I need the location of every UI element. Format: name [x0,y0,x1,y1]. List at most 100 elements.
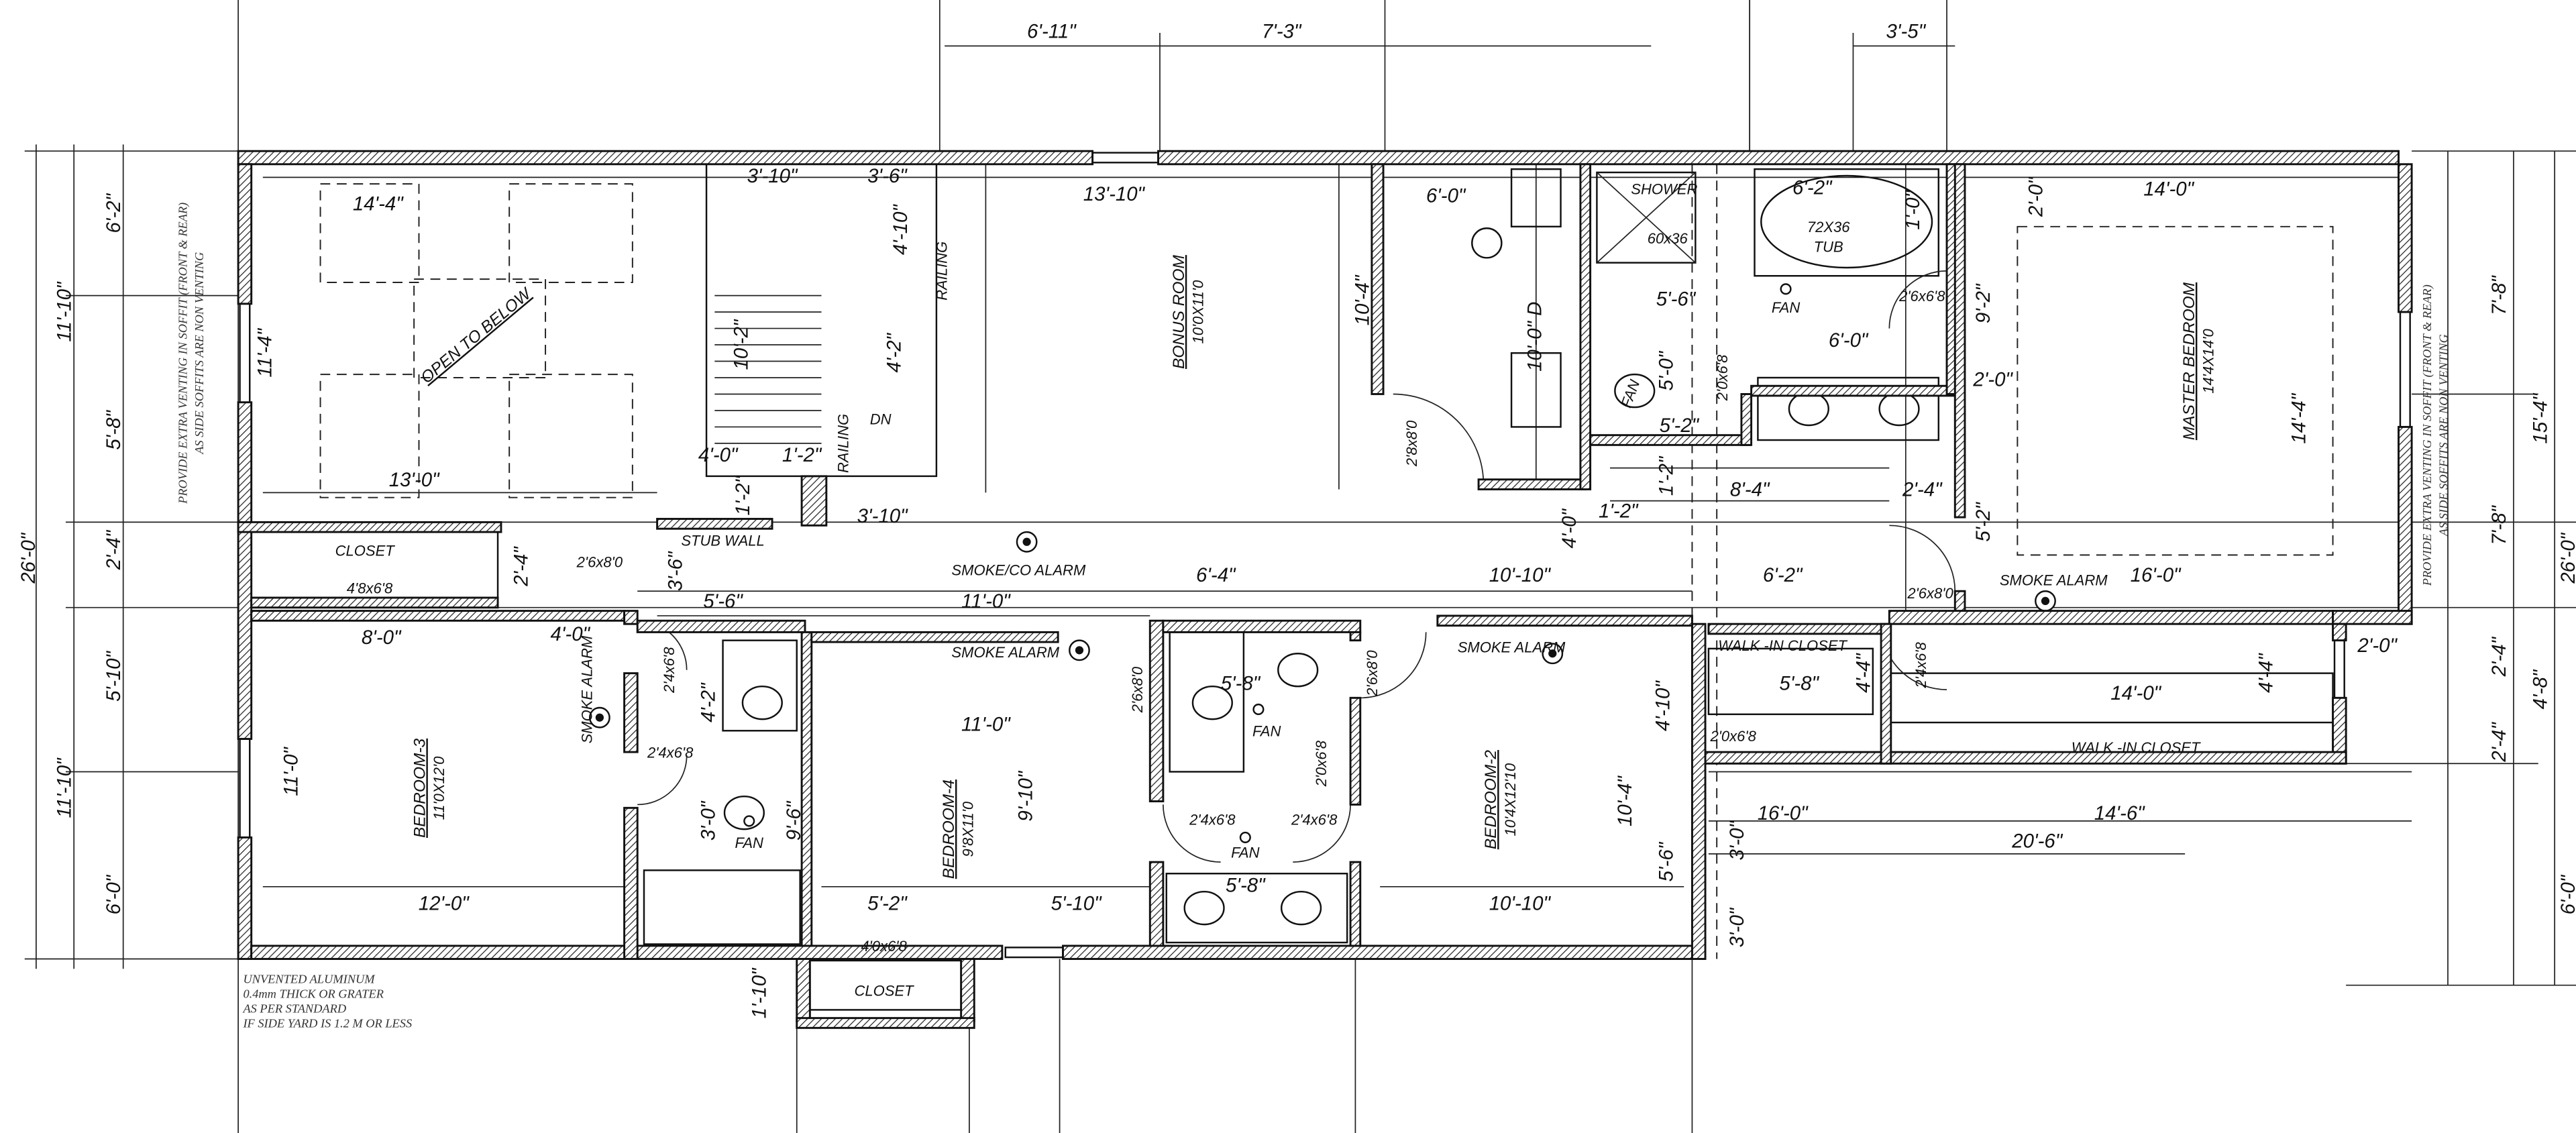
labels-dn-label: DN [870,411,892,427]
interior-dimensions-label: 1'-2" [732,475,754,515]
door-swing [1360,632,1427,699]
interior-dimensions-label: 4'-10" [1652,680,1674,731]
vanity-fixture [722,639,798,732]
labels-fan-label: FAN [735,834,764,851]
door-sizes-label: 2'6x8'0 [1129,666,1146,713]
wall [1349,861,1362,947]
interior-dimensions-label: 5'-6" [1656,288,1697,311]
door-sizes-label: 2'4x6'8 [1913,641,1929,688]
rooms-bedroom2-size-label: 10'4X12'10 [1502,763,1519,837]
labels-smoke-co-alarm-label: SMOKE/CO ALARM [951,562,1086,579]
labels-smoke-alarm-label: SMOKE ALARM [1458,639,1566,656]
rooms-bonus-name-label: BONUS ROOM [1170,255,1188,370]
labels-fan-label: FAN [1231,845,1260,861]
door-sizes-label: 2'6x6'8 [1898,288,1945,305]
wall [1740,393,1753,446]
dashed-outline [2017,225,2334,556]
door-sizes-label: 4'8x6'8 [347,580,393,597]
wall [237,150,1094,166]
basin-toilet [1191,685,1233,720]
interior-dimensions-label: 5'-6" [703,590,743,612]
wall [656,518,773,530]
left-dimensions-label: 2'-4" [103,529,125,570]
wall [250,596,499,609]
dashed-outline [508,374,633,498]
door-sizes-label: 4'0x6'8 [861,938,907,955]
wall [796,1017,975,1029]
drain-icon [1471,227,1503,259]
door-sizes-label: 2'6x8'0 [1364,650,1381,697]
interior-dimensions-label: 11'-4" [254,327,276,377]
interior-dimensions-label: 5'-6" [1655,841,1677,881]
wall [237,163,253,305]
labels-walk-in-closet-label: WALK -IN CLOSET [1718,637,1847,654]
notes-soffit-label: PROVIDE EXTRA VENTING IN SOFFIT (FRONT &… [176,203,191,504]
window [239,738,251,839]
wall [623,806,639,960]
door-swing [1393,393,1485,485]
interior-dimensions-label: 3'-6" [867,165,908,187]
interior-dimensions-label: 10'-10" [1489,893,1552,915]
left-dimensions-label: 6'-0" [103,874,125,914]
door-sizes-label: 2'0x6'8 [1714,354,1731,401]
wall [800,631,813,947]
labels-closet-label: CLOSET [854,982,914,999]
wall [237,401,253,740]
interior-dimensions-label: 4'-0" [551,623,591,645]
notes-unvented-label: 0.4mm THICK OR GRATER [243,987,383,1001]
rooms-bedroom4-size-label: 9'8X11'0 [960,801,977,857]
smoke-alarm-icon [595,713,604,722]
fan-icon [1252,703,1265,716]
closet-shelf-fixture [1707,647,1874,716]
interior-dimensions-label: 3'-0" [1726,907,1748,947]
door-sizes-label: 2'4x6'8 [1291,812,1338,828]
interior-dimensions-label: 6'-0" [1829,329,1869,352]
top-dimensions-label: 7'-3" [1262,21,1302,43]
door-sizes-label: 2'0x6'8 [1709,728,1756,745]
interior-dimensions-label: 6'-4" [1196,564,1236,586]
wall [800,475,828,527]
wall [1162,619,1362,633]
left-dimensions-label: 11'-10" [54,281,76,342]
right-dimensions-label: 7'-8" [2488,504,2510,545]
interior-dimensions-label: 8'-4" [1730,479,1770,501]
labels-tub-size-label: 72X36 [1807,219,1850,235]
labels-closet-label: CLOSET [335,542,396,559]
left-dimensions-label: 11'-10" [54,757,76,818]
basin-toilet [1280,890,1322,926]
notes-soffit-label: PROVIDE EXTRA VENTING IN SOFFIT (FRONT &… [2420,284,2434,586]
rooms-master-name-label: MASTER BEDROOM [2180,282,2198,440]
top-dimensions-label: 3'-5" [1886,21,1927,43]
labels-smoke-alarm-label: SMOKE ALARM [951,644,1059,661]
interior-dimensions-label: 5'-8" [1779,673,1819,695]
interior-dimensions-label: 10'-10" [1489,564,1552,586]
smoke-alarm-icon [2041,596,2050,606]
wall [2332,623,2347,642]
wall [1371,163,1385,395]
interior-dimensions-label: 5'-8" [1226,875,1266,897]
interior-dimensions-label: 2'-4" [511,546,533,587]
labels-fan-label: FAN [1772,299,1801,316]
notes-soffit-label: AS SIDE SOFFITS ARE NON VENTING [2436,334,2450,537]
interior-dimensions-label: 9'-6" [783,800,805,841]
wall [1477,478,1587,490]
vanity-fixture [1165,873,1348,944]
interior-dimensions-label: 14'-0" [2143,178,2194,201]
interior-dimensions-label: 3'-10" [857,505,908,527]
smoke-alarm-icon [1022,537,1031,546]
interior-dimensions-label: 4'-10" [890,204,912,255]
basin-toilet [741,685,783,720]
interior-dimensions-label: 6'-2" [1763,564,1803,586]
rooms-bedroom4-name-label: BEDROOM-4 [940,779,958,879]
notes-soffit-label: AS SIDE SOFFITS ARE NON VENTING [193,252,206,455]
door-swing [1888,270,1947,329]
wall [796,958,811,1023]
basin-toilet [1183,890,1225,926]
vanity-fixture [1757,376,1940,441]
interior-dimensions-label: 3'-10" [747,165,798,187]
left-dimensions-label: 5'-10" [103,651,125,702]
window [1004,947,1064,959]
notes-unvented-label: IF SIDE YARD IS 1.2 M OR LESS [242,1017,412,1030]
smoke-alarm-icon [1075,646,1084,655]
